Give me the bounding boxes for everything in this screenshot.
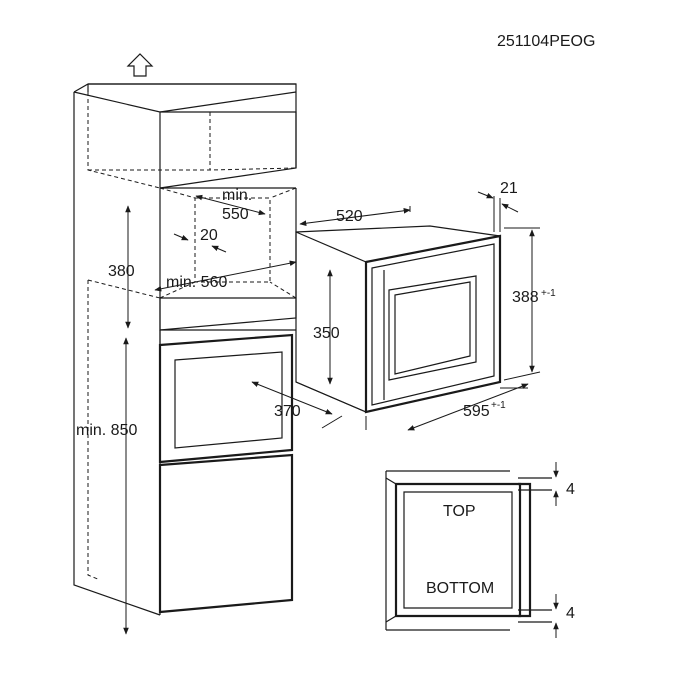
top-gap-label: 4: [566, 481, 575, 498]
opening-height-label: 380: [108, 263, 135, 280]
tall-cabinet: [73, 53, 297, 616]
gap-label: 20: [200, 227, 218, 244]
top-label: TOP: [443, 503, 476, 520]
bottom-gap-label: 4: [566, 605, 575, 622]
appliance-dimensions: 520 21 350 388 +-1 595 +-1: [295, 180, 556, 431]
front-thickness-label: 21: [500, 180, 518, 197]
width-min-label: min. 560: [166, 274, 227, 291]
built-in-microwave: [295, 225, 502, 414]
cabinet-dimensions: min. 550 20 min. 560 380 min. 850 370: [76, 187, 343, 635]
bottom-label: BOTTOM: [426, 580, 494, 597]
depth-min-label-2: 550: [222, 206, 249, 223]
drawing-code: 251104PEOG: [497, 33, 595, 50]
oven-depth-label: 370: [274, 403, 301, 420]
arrow-up-icon: [126, 53, 154, 77]
floor-height-label: min. 850: [76, 422, 137, 439]
front-width-label: 595: [463, 403, 490, 420]
body-height-label: 350: [313, 325, 340, 342]
depth-min-label-1: min.: [222, 187, 252, 204]
depth-label: 520: [336, 208, 363, 225]
front-width-tolerance: +-1: [491, 400, 506, 411]
front-height-label: 388: [512, 289, 539, 306]
front-height-tolerance: +-1: [541, 288, 556, 299]
niche-detail: TOP BOTTOM 4 4: [385, 462, 575, 638]
